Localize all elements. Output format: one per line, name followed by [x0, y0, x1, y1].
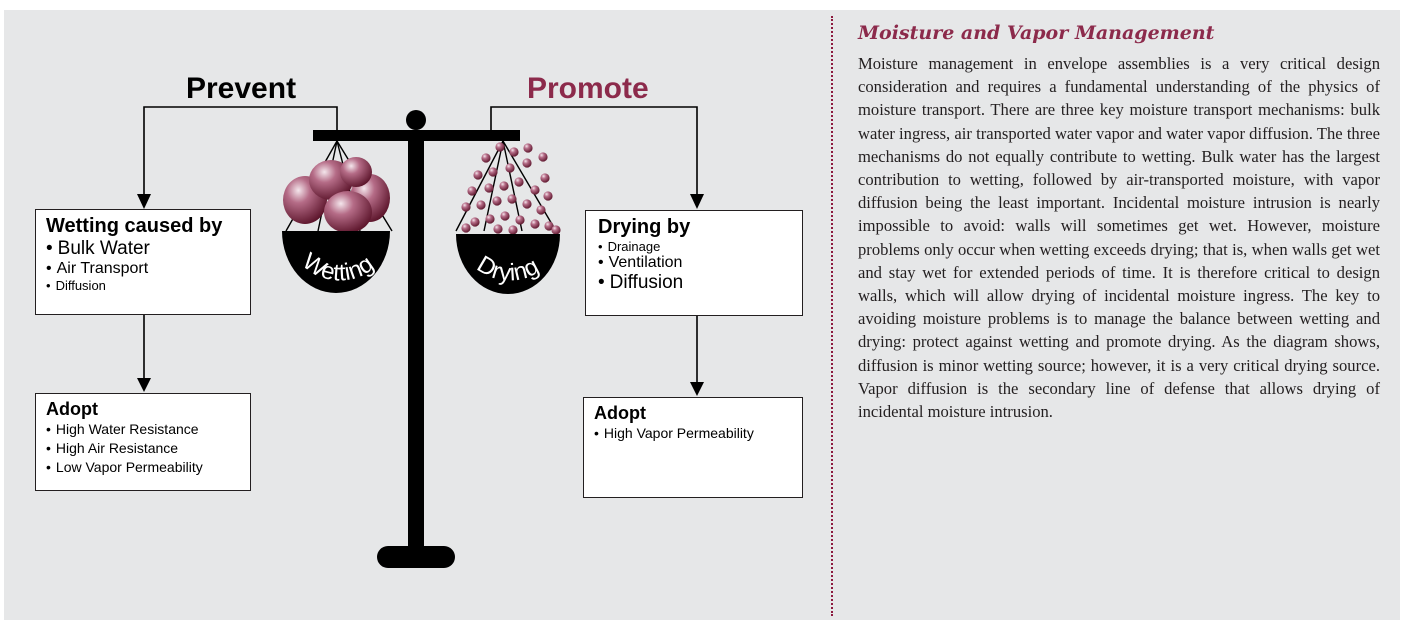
- adopt-left-item: Low Vapor Permeability: [46, 458, 250, 477]
- vapor-particles: [461, 142, 561, 235]
- drying-item: Drainage: [598, 239, 802, 254]
- adopt-left-item: High Air Resistance: [46, 439, 250, 458]
- promote-heading: Promote: [527, 72, 649, 105]
- flow-arrowheads: [137, 194, 704, 396]
- adopt-prevent-box: Adopt High Water Resistance High Air Res…: [35, 393, 251, 491]
- drying-item: Diffusion: [598, 272, 802, 294]
- adopt-left-item: High Water Resistance: [46, 420, 250, 439]
- wetting-item: Air Transport: [46, 260, 250, 278]
- drying-pan-bowl: [456, 234, 560, 294]
- sidebar-divider: [831, 16, 833, 616]
- wetting-item: Bulk Water: [46, 238, 250, 260]
- wetting-item: Diffusion: [46, 278, 250, 293]
- drying-methods-box: Drying by Drainage Ventilation Diffusion: [585, 210, 803, 316]
- wetting-pan-bowl: [282, 231, 390, 293]
- adopt-promote-box: Adopt High Vapor Permeability: [583, 397, 803, 498]
- balance-scale-diagram: Wetting Drying: [137, 106, 704, 568]
- drying-item: Ventilation: [598, 254, 802, 272]
- sidebar-body-text: Moisture management in envelope assembli…: [858, 54, 1380, 422]
- scale-stand: [313, 110, 520, 568]
- flow-connectors: [143, 106, 698, 384]
- sidebar-title: Moisture and Vapor Management: [858, 22, 1215, 44]
- prevent-heading: Prevent: [186, 72, 297, 105]
- bulk-water-drops: [283, 157, 390, 233]
- adopt-left-heading: Adopt: [46, 399, 98, 419]
- wetting-box-heading: Wetting caused by: [46, 215, 223, 237]
- adopt-right-heading: Adopt: [594, 403, 646, 423]
- adopt-right-item: High Vapor Permeability: [594, 424, 802, 443]
- drying-box-heading: Drying by: [598, 216, 691, 238]
- wetting-causes-box: Wetting caused by Bulk Water Air Transpo…: [35, 209, 251, 315]
